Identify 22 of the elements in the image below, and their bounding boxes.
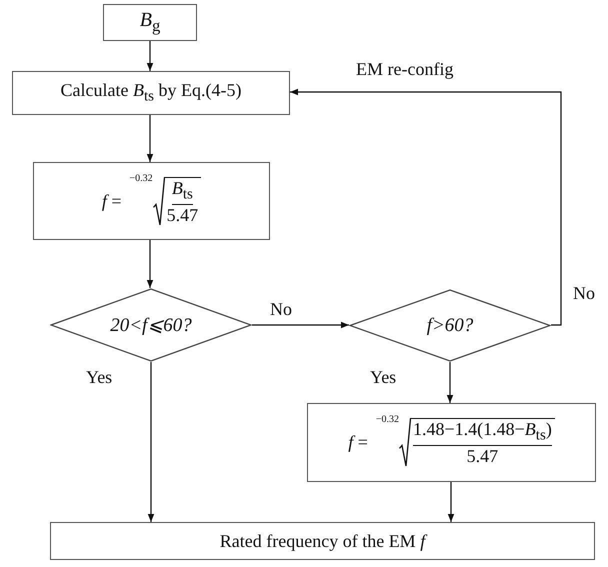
process-box bbox=[103, 4, 197, 41]
condition-text: f>60? bbox=[426, 314, 474, 336]
arrow bbox=[146, 115, 154, 162]
arrow bbox=[448, 482, 454, 522]
process-box bbox=[12, 71, 290, 115]
process-box bbox=[50, 522, 595, 560]
arrow bbox=[290, 88, 562, 326]
condition-text: 20<f⩽60? bbox=[110, 314, 192, 337]
decision-diamond bbox=[349, 289, 551, 362]
step-text: Calculate B$_{ts}$ by Eq.(4-5) bbox=[60, 80, 242, 106]
arrow bbox=[148, 362, 154, 522]
process-box bbox=[33, 162, 270, 240]
arrow bbox=[252, 322, 349, 328]
arrow bbox=[146, 240, 154, 288]
arrow bbox=[446, 362, 454, 403]
formula: f = −0.32 B$_{ts}$ 5.47 bbox=[102, 176, 202, 226]
step-text: Rated frequency of the EM f bbox=[220, 530, 426, 552]
arrow bbox=[146, 41, 154, 71]
note-text: EM re-config bbox=[356, 60, 454, 80]
step-text: B$_{g}$ bbox=[140, 9, 160, 36]
process-box bbox=[307, 403, 596, 482]
decision-diamond bbox=[50, 288, 252, 362]
